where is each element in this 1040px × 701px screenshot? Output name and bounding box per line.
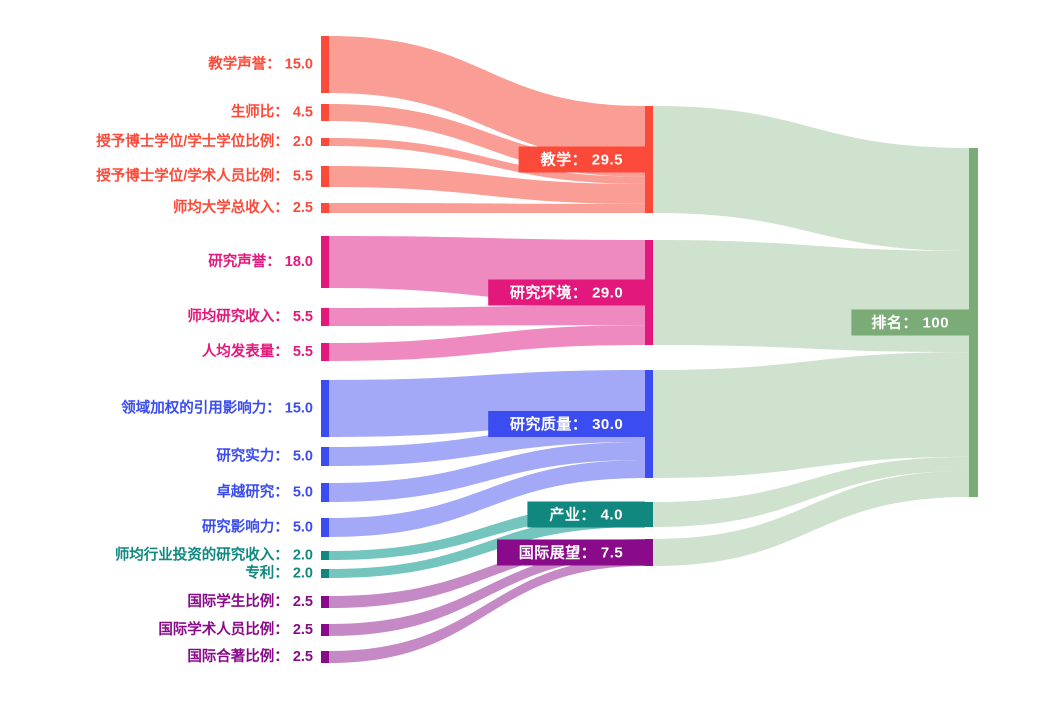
sankey-link-research_income-to-research_env	[329, 305, 645, 326]
node-label-research_influence: 研究影响力： 5.0	[202, 517, 313, 535]
node-label-research_env: 研究环境： 29.0	[510, 283, 623, 301]
sankey-link-teaching-to-ranking	[653, 106, 969, 251]
node-label-industry_income: 师均行业投资的研究收入： 2.0	[115, 545, 313, 563]
sankey-link-industry-to-ranking	[653, 456, 969, 527]
node-label-bg-research_quality	[488, 411, 645, 437]
sankey-link-research_excellence-to-research_quality	[329, 442, 645, 502]
node-label-intl_outlook: 国际展望： 7.5	[519, 543, 624, 561]
sankey-link-phd_bachelor_ratio-to-teaching	[329, 138, 645, 184]
node-label-research_income: 师均研究收入： 5.5	[187, 307, 313, 325]
sankey-node-citation_impact[interactable]	[321, 380, 329, 437]
node-label-teaching_reputation: 教学声誉： 15.0	[207, 54, 313, 72]
sankey-labels-layer: 教学声誉： 15.0 生师比： 4.5 授予博士学位/学士学位比例： 2.0 授予博士…	[96, 54, 969, 665]
sankey-node-phd_staff_ratio[interactable]	[321, 166, 329, 187]
node-label-group-research_env: 研究环境： 29.0	[488, 279, 645, 306]
node-label-institutional_income: 师均大学总收入： 2.5	[173, 198, 313, 216]
node-label-group-intl_outlook: 国际展望： 7.5	[497, 539, 645, 566]
sankey-nodes-layer	[321, 36, 978, 663]
node-label-phd_bachelor_ratio: 授予博士学位/学士学位比例： 2.0	[96, 132, 313, 150]
sankey-node-teaching[interactable]	[645, 106, 653, 213]
node-label-patents: 专利： 2.0	[245, 563, 313, 581]
sankey-node-institutional_income[interactable]	[321, 203, 329, 213]
sankey-node-research_env[interactable]	[645, 240, 653, 345]
node-label-research_reputation: 研究声誉： 18.0	[208, 252, 313, 270]
node-label-citation_impact: 领域加权的引用影响力： 15.0	[121, 398, 313, 416]
sankey-link-intl_staff-to-intl_outlook	[329, 548, 645, 636]
node-label-industry: 产业： 4.0	[549, 505, 623, 523]
node-label-bg-ranking	[851, 309, 969, 336]
node-label-teaching: 教学： 29.5	[540, 150, 623, 168]
node-label-group-industry: 产业： 4.0	[527, 501, 645, 528]
sankey-link-research_productivity-to-research_env	[329, 325, 645, 361]
sankey-node-research_strength[interactable]	[321, 447, 329, 466]
sankey-node-student_staff_ratio[interactable]	[321, 104, 329, 121]
node-label-research_quality: 研究质量： 30.0	[510, 415, 623, 433]
sankey-node-intl_staff[interactable]	[321, 624, 329, 636]
node-label-intl_coauthorship: 国际合著比例： 2.5	[187, 647, 313, 665]
node-label-ranking: 排名： 100	[871, 313, 949, 331]
sankey-link-institutional_income-to-teaching	[329, 203, 645, 213]
sankey-link-research_quality-to-ranking	[653, 352, 969, 478]
sankey-node-research_influence[interactable]	[321, 518, 329, 537]
sankey-node-research_reputation[interactable]	[321, 236, 329, 288]
sankey-node-intl_coauthorship[interactable]	[321, 651, 329, 663]
node-label-bg-intl_outlook	[497, 539, 645, 566]
node-label-group-teaching: 教学： 29.5	[518, 146, 645, 173]
sankey-link-intl_coauthorship-to-intl_outlook	[329, 557, 645, 663]
sankey-node-research_quality[interactable]	[645, 370, 653, 478]
node-label-intl_students: 国际学生比例： 2.5	[187, 592, 313, 610]
node-label-student_staff_ratio: 生师比： 4.5	[231, 102, 313, 120]
sankey-link-patents-to-industry	[329, 514, 645, 578]
node-label-bg-teaching	[518, 146, 645, 173]
sankey-link-research_influence-to-research_quality	[329, 460, 645, 537]
sankey-node-teaching_reputation[interactable]	[321, 36, 329, 93]
sankey-node-industry_income[interactable]	[321, 551, 329, 560]
sankey-link-intl_outlook-to-ranking	[653, 470, 969, 566]
node-label-group-research_quality: 研究质量： 30.0	[488, 411, 645, 437]
node-label-bg-research_env	[488, 279, 645, 306]
node-label-group-ranking: 排名： 100	[851, 309, 969, 336]
sankey-node-intl_students[interactable]	[321, 596, 329, 608]
sankey-node-patents[interactable]	[321, 569, 329, 578]
sankey-node-industry[interactable]	[645, 502, 653, 527]
sankey-node-ranking[interactable]	[969, 148, 978, 497]
sankey-node-research_income[interactable]	[321, 308, 329, 326]
node-label-intl_staff: 国际学术人员比例： 2.5	[158, 620, 313, 638]
node-label-bg-industry	[527, 501, 645, 528]
node-label-phd_staff_ratio: 授予博士学位/学术人员比例： 5.5	[96, 166, 313, 184]
sankey-link-phd_staff_ratio-to-teaching	[329, 166, 645, 204]
sankey-link-teaching_reputation-to-teaching	[329, 36, 645, 161]
sankey-link-intl_students-to-intl_outlook	[329, 539, 645, 608]
sankey-node-research_productivity[interactable]	[321, 343, 329, 361]
node-label-research_productivity: 人均发表量： 5.5	[202, 342, 313, 360]
sankey-node-phd_bachelor_ratio[interactable]	[321, 138, 329, 146]
sankey-node-intl_outlook[interactable]	[645, 539, 653, 566]
node-label-research_strength: 研究实力： 5.0	[216, 446, 313, 464]
sankey-node-research_excellence[interactable]	[321, 483, 329, 502]
node-label-research_excellence: 卓越研究： 5.0	[216, 482, 313, 500]
